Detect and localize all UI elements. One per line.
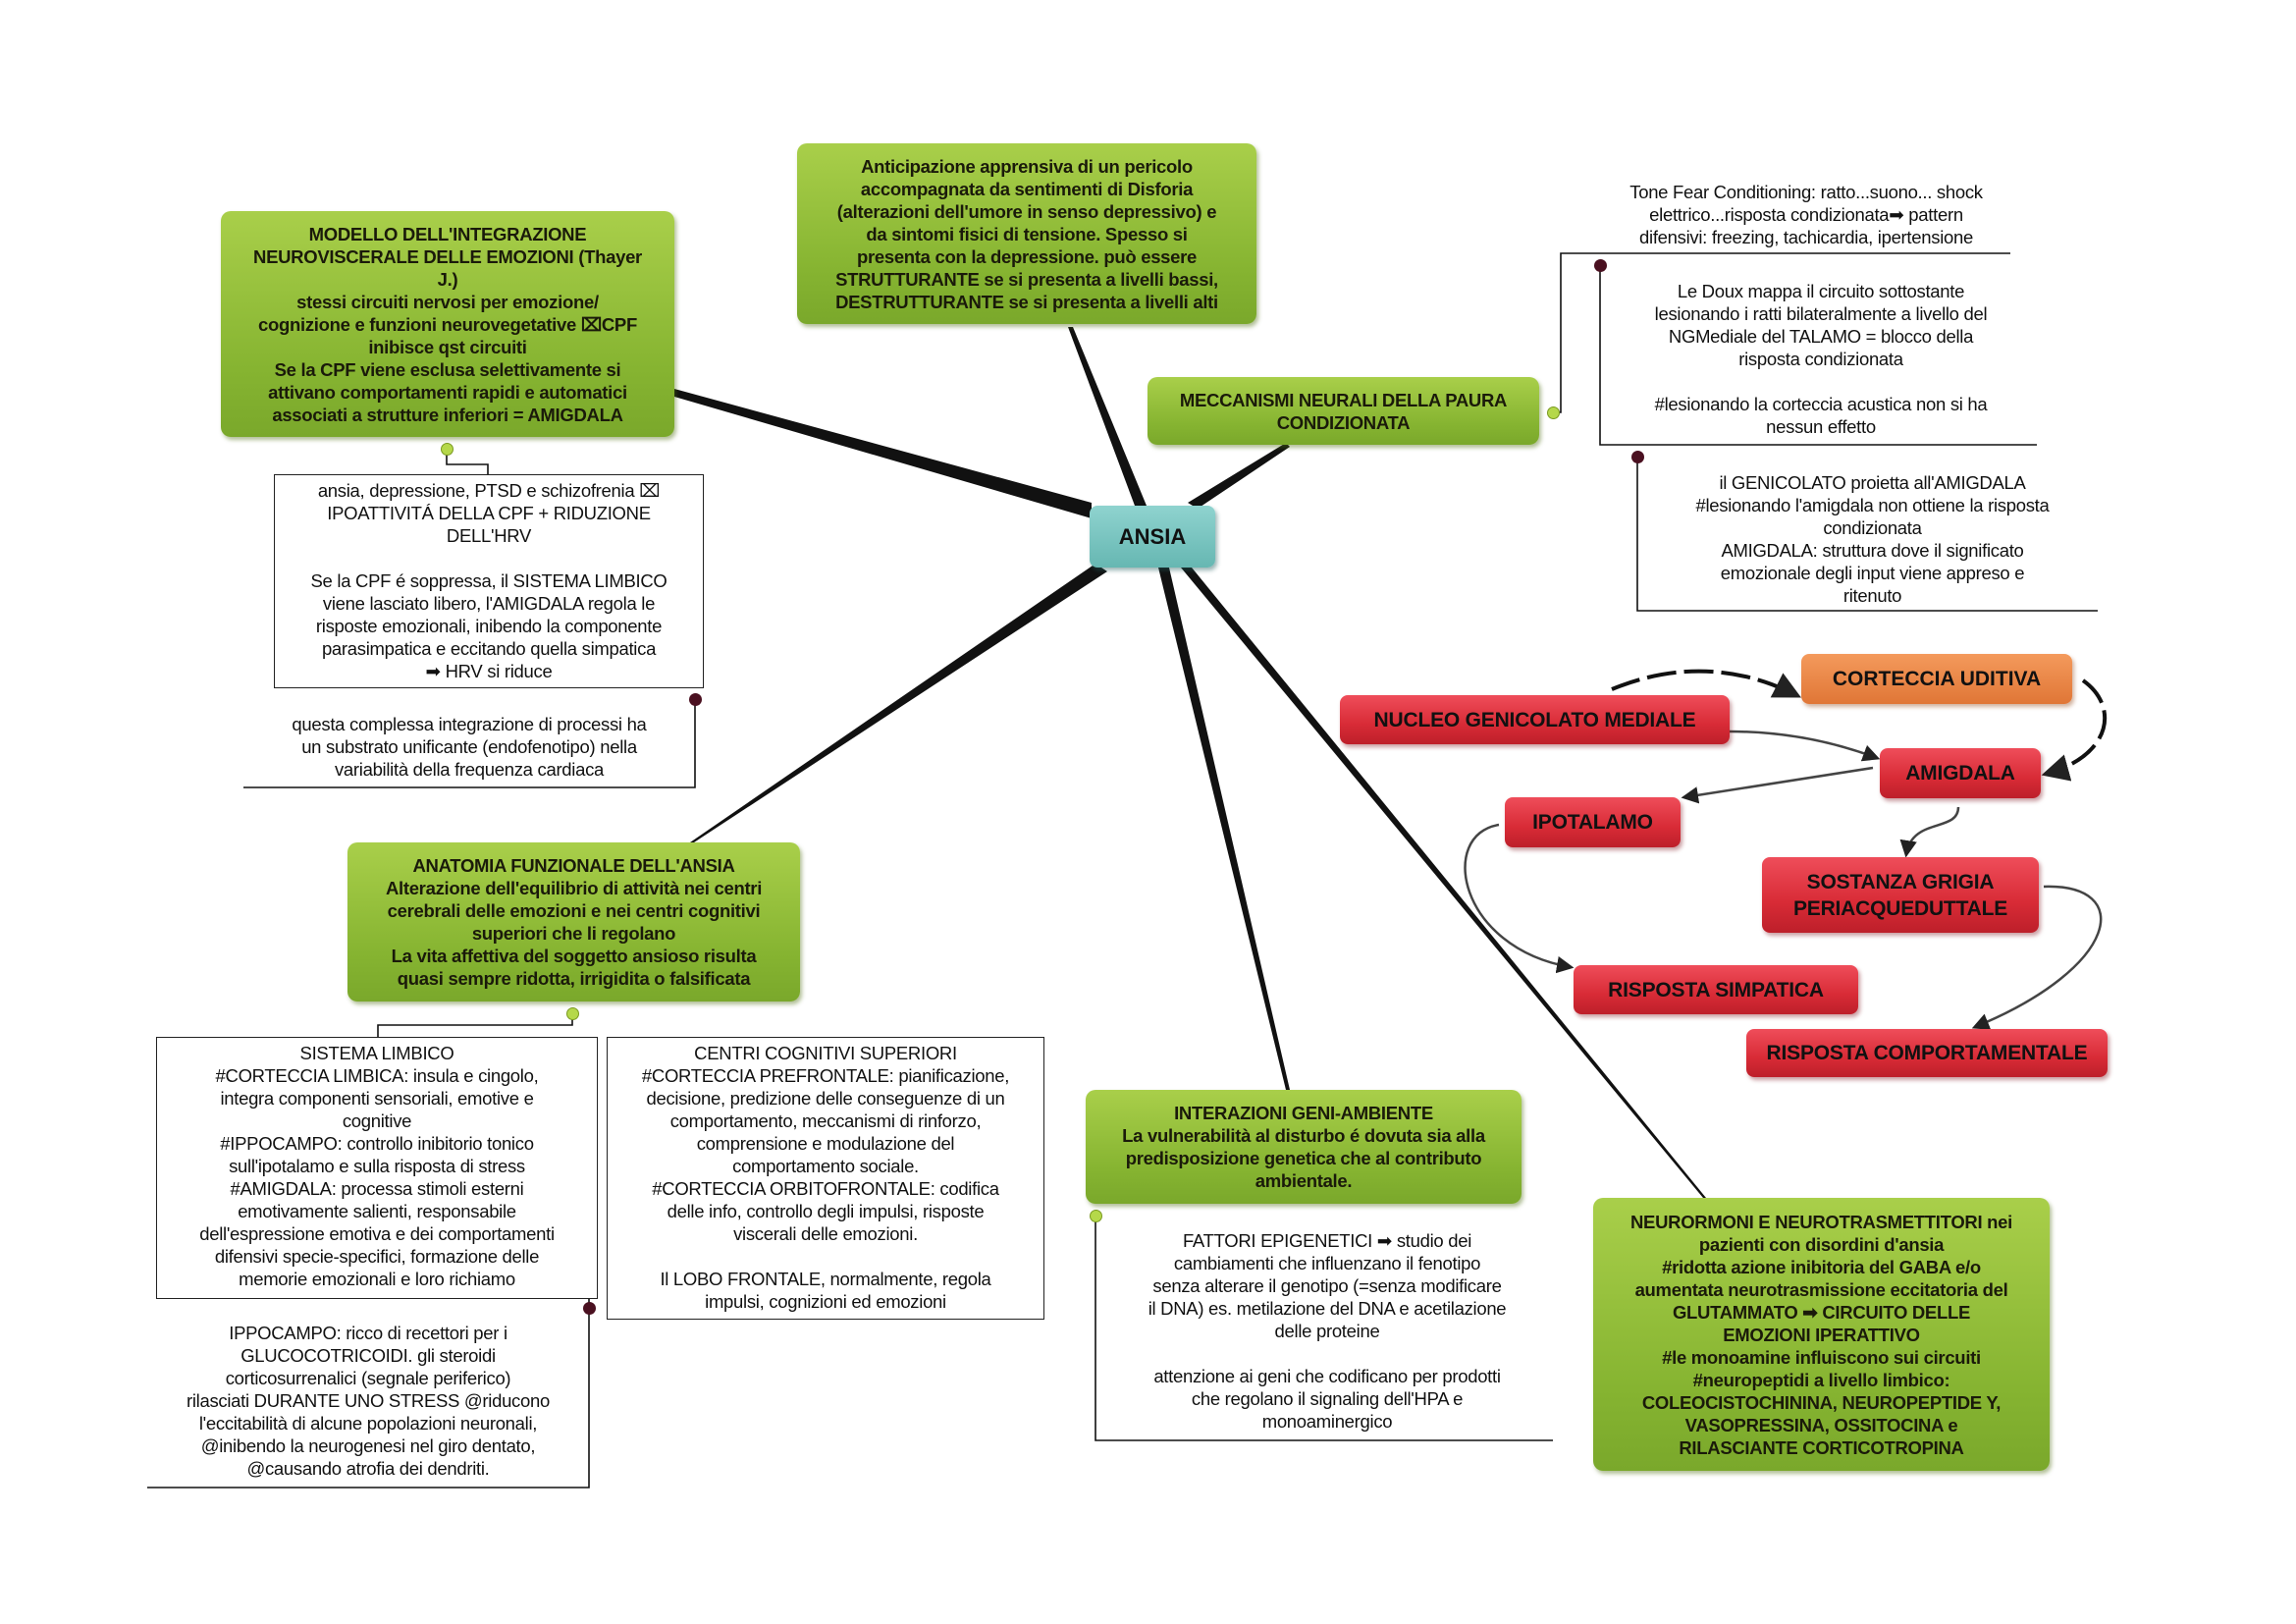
- branch-modello: [674, 389, 1092, 518]
- note-questa-complessa[interactable]: questa complessa integrazione di process…: [292, 714, 647, 780]
- arrow-nucleo-corteccia: [1611, 669, 1801, 698]
- collapse-toggle-tone[interactable]: [1594, 259, 1607, 272]
- branch-meccanismi: [1188, 443, 1290, 509]
- arrow-sostanza-comportamentale: [1971, 885, 2103, 1030]
- note-ippocampo[interactable]: IPPOCAMPO: ricco di recettori per i GLUC…: [187, 1323, 550, 1479]
- note-sistema-limbico[interactable]: SISTEMA LIMBICO #CORTECCIA LIMBICA: insu…: [156, 1037, 598, 1299]
- node-interazioni-geni-ambiente[interactable]: INTERAZIONI GENI-AMBIENTE La vulnerabili…: [1086, 1090, 1522, 1204]
- arrow-corteccia-amigdala: [2041, 678, 2108, 782]
- circuit-corteccia-uditiva[interactable]: CORTECCIA UDITIVA: [1801, 654, 2072, 704]
- note-le-doux[interactable]: Le Doux mappa il circuito sottostante le…: [1654, 281, 1988, 437]
- circuit-amigdala[interactable]: AMIGDALA: [1880, 748, 2041, 798]
- link-note-questa: [243, 699, 696, 788]
- arrow-ipotalamo-simpatica: [1464, 823, 1575, 974]
- link-anatomia-children: [377, 1013, 573, 1037]
- collapse-toggle-modello[interactable]: [441, 443, 454, 456]
- circuit-ipotalamo[interactable]: IPOTALAMO: [1505, 797, 1681, 847]
- arrow-amigdala-ipotalamo: [1681, 766, 1874, 804]
- branch-anticipazione: [1068, 327, 1147, 506]
- collapse-toggle-meccanismi[interactable]: [1547, 406, 1560, 419]
- collapse-toggle-limbico[interactable]: [583, 1302, 596, 1315]
- link-modello-note: [446, 449, 489, 474]
- arrow-nucleo-amigdala: [1729, 730, 1881, 762]
- branch-interazioni: [1158, 568, 1290, 1090]
- node-neurormoni[interactable]: NEURORMONI E NEUROTRASMETTITORI nei pazi…: [1593, 1198, 2050, 1471]
- node-ansia-central[interactable]: ANSIA: [1090, 506, 1215, 568]
- link-ledoux-genicolato: [1636, 457, 2098, 612]
- collapse-toggle-anatomia[interactable]: [566, 1007, 579, 1020]
- link-interazioni-fattori: [1095, 1216, 1553, 1441]
- note-ansia-depressione[interactable]: ansia, depressione, PTSD e schizofrenia …: [274, 474, 704, 688]
- circuit-sostanza-grigia[interactable]: SOSTANZA GRIGIA PERIACQUEDUTTALE: [1762, 857, 2039, 933]
- note-fattori-epigenetici[interactable]: FATTORI EPIGENETICI ➡ studio dei cambiam…: [1148, 1230, 1507, 1432]
- node-modello-integrazione[interactable]: MODELLO DELL'INTEGRAZIONE NEUROVISCERALE…: [221, 211, 674, 437]
- node-meccanismi-neurali[interactable]: MECCANISMI NEURALI DELLA PAURA CONDIZION…: [1148, 377, 1539, 445]
- note-centri-cognitivi[interactable]: CENTRI COGNITIVI SUPERIORI #CORTECCIA PR…: [607, 1037, 1044, 1320]
- branch-neurormoni: [1181, 568, 1706, 1198]
- circuit-nucleo-genicolato[interactable]: NUCLEO GENICOLATO MEDIALE: [1340, 695, 1730, 744]
- link-tone-ledoux: [1599, 265, 2037, 446]
- circuit-risposta-comportamentale[interactable]: RISPOSTA COMPORTAMENTALE: [1746, 1029, 2108, 1077]
- collapse-toggle-ansia-note[interactable]: [689, 693, 702, 706]
- note-genicolato[interactable]: il GENICOLATO proietta all'AMIGDALA #les…: [1695, 472, 2050, 606]
- node-anticipazione[interactable]: Anticipazione apprensiva di un pericolo …: [797, 143, 1256, 324]
- collapse-toggle-interazioni[interactable]: [1090, 1210, 1102, 1222]
- circuit-risposta-simpatica[interactable]: RISPOSTA SIMPATICA: [1574, 965, 1858, 1014]
- node-anatomia-funzionale[interactable]: ANATOMIA FUNZIONALE DELL'ANSIA Alterazio…: [347, 842, 800, 1001]
- branch-anatomia: [690, 564, 1107, 842]
- link-limbico-ippocampo: [147, 1299, 590, 1489]
- collapse-toggle-ledoux[interactable]: [1631, 451, 1644, 463]
- arrow-amigdala-sostanza: [1899, 806, 1960, 858]
- note-tone-fear[interactable]: Tone Fear Conditioning: ratto...suono...…: [1629, 182, 1983, 247]
